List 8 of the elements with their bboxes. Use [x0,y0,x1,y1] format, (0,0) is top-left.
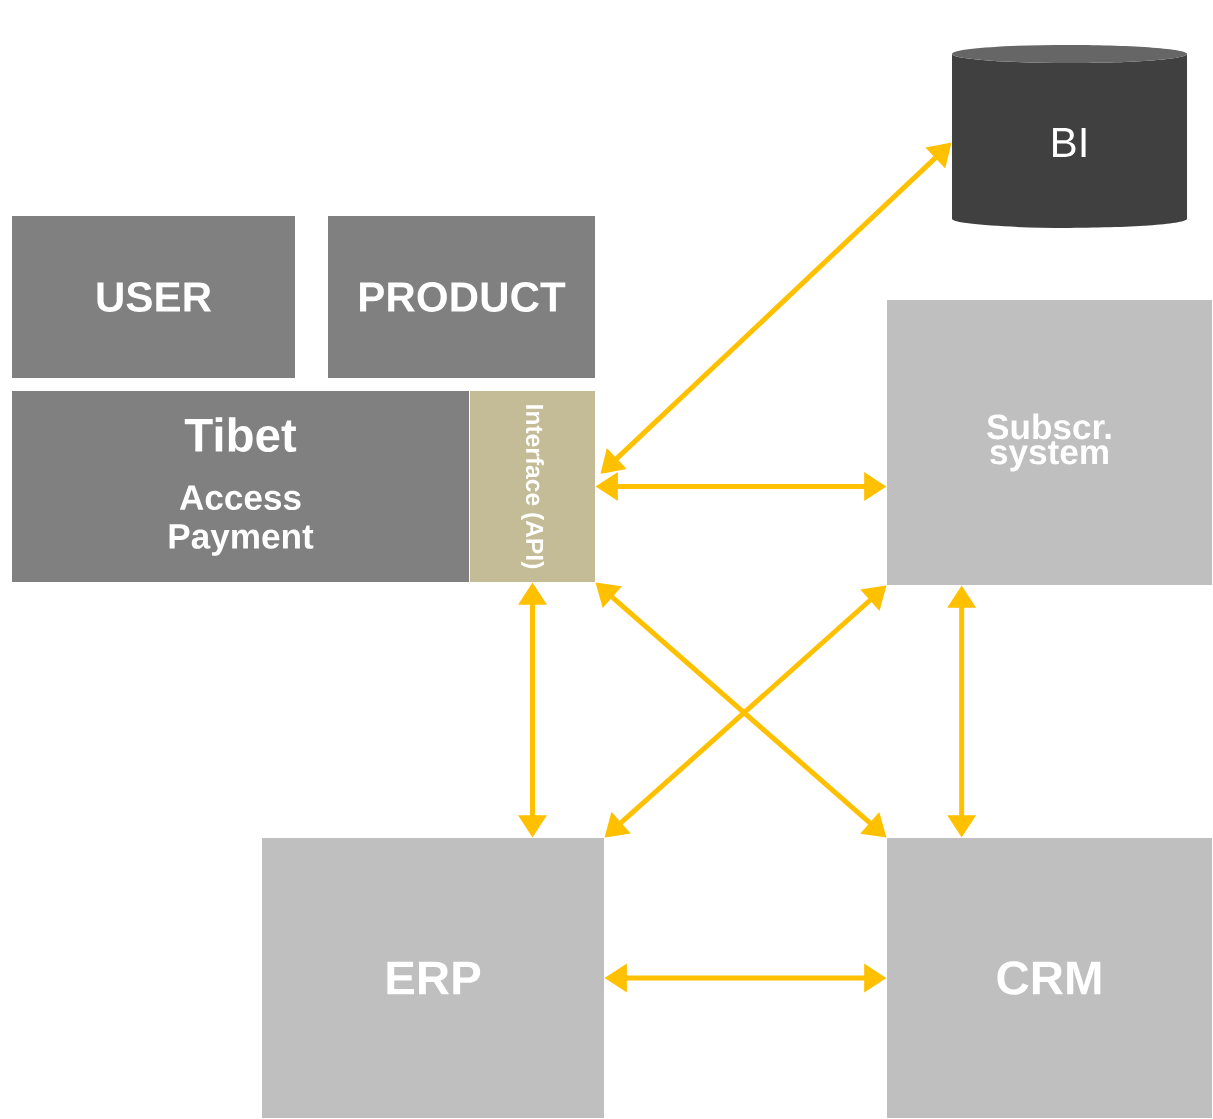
database-cylinder: BI [952,44,1187,228]
entity-box: PRODUCT [328,216,595,378]
system-box: Subscr. system [887,300,1212,585]
system-box: ERP [262,838,604,1118]
interface-box: Interface (API) [470,391,595,582]
entity-box: USER [12,216,295,378]
system-box: CRM [887,838,1212,1118]
platform-box: Tibet Access Payment [12,391,469,582]
